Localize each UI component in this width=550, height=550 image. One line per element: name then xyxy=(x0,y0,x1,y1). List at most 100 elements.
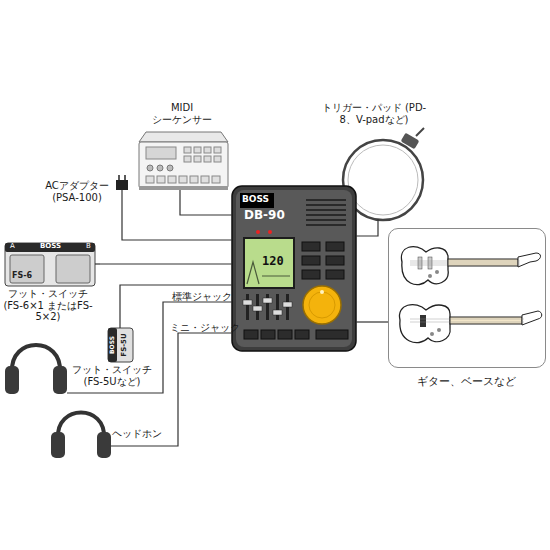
headphone-art xyxy=(5,366,19,394)
brand-logo: BOSS xyxy=(242,195,269,204)
db90-body xyxy=(326,270,344,279)
headphone-art xyxy=(97,432,111,458)
guitar-art xyxy=(410,263,520,264)
midi-sequencer-art xyxy=(194,147,201,153)
ac-adapter: ACアダプター (PSA-100) xyxy=(38,178,130,210)
bass-art xyxy=(410,322,524,323)
midi-sequencer-art xyxy=(139,132,228,142)
midi-sequencer-art xyxy=(146,176,154,183)
fs5u-art xyxy=(108,328,117,362)
ac-adapter-art xyxy=(121,190,122,210)
connector-wire xyxy=(356,321,388,322)
db90-body xyxy=(278,330,292,339)
guitar-art xyxy=(435,270,439,274)
midi-sequencer-art xyxy=(184,147,191,153)
device-label: ACアダプター (PSA-100) xyxy=(38,180,116,204)
midi-sequencer-art xyxy=(167,165,173,171)
headphone-art xyxy=(53,366,67,394)
guitar-art xyxy=(518,253,541,267)
guitar-art xyxy=(410,261,520,262)
midi-sequencer-art xyxy=(146,147,176,159)
device-label: フット・スイッチ (FS-5Uなど) xyxy=(70,364,154,387)
fs6-art xyxy=(5,243,100,286)
fs6-art xyxy=(56,255,90,283)
pedal-letter: A xyxy=(10,243,15,250)
midi-sequencer-art xyxy=(157,165,163,171)
db90-body xyxy=(306,224,346,226)
db90-body xyxy=(302,256,320,265)
connector-wire xyxy=(120,285,232,326)
midi-sequencer-art xyxy=(179,190,180,192)
db90-body xyxy=(320,290,324,294)
bass-art xyxy=(410,319,524,322)
fs5u-footswitch: FS-5UBOSSフット・スイッチ (FS-5Uなど) xyxy=(70,326,154,390)
db90-body xyxy=(326,256,344,265)
bass-art xyxy=(399,305,541,343)
db90-body xyxy=(246,294,289,320)
trigger-pad-art xyxy=(416,128,424,136)
ac-adapter-art xyxy=(118,175,120,180)
db90-body xyxy=(256,230,260,234)
db90-body xyxy=(303,286,341,324)
connector-wire xyxy=(180,192,232,215)
fs6-art xyxy=(10,255,44,283)
midi-sequencer-art xyxy=(201,176,209,183)
bass-art xyxy=(522,311,542,325)
guitar-art xyxy=(401,247,540,285)
pedal-letter: B xyxy=(86,243,91,250)
midi-sequencer-art xyxy=(139,142,228,188)
db90-body xyxy=(295,330,309,339)
midi-sequencer-art xyxy=(184,156,191,162)
trigger-pad: トリガー・パッド (PD-8、V-padなど) xyxy=(318,102,433,226)
midi-sequencer-art xyxy=(190,176,198,183)
db90-body xyxy=(283,302,292,307)
db90-body xyxy=(306,200,346,225)
midi-sequencer-art xyxy=(184,147,221,162)
db90-body xyxy=(316,330,348,339)
db90-body xyxy=(309,292,335,318)
db90-body xyxy=(232,186,356,351)
headphone-art xyxy=(51,413,165,459)
db90-body xyxy=(253,306,262,311)
tempo-display: 120 xyxy=(262,255,284,267)
midi-sequencer-art xyxy=(157,176,165,183)
bass-art xyxy=(450,317,522,324)
fs6-art xyxy=(5,243,95,252)
guitar-art xyxy=(428,274,432,278)
db90-body xyxy=(244,238,294,288)
ac-adapter-art xyxy=(116,175,128,210)
device-label: トリガー・パッド (PD-8、V-padなど) xyxy=(318,102,430,126)
db90-body xyxy=(306,199,346,201)
db90-device: BOSSDB-90120 xyxy=(232,185,356,352)
midi-sequencer-art xyxy=(194,156,201,162)
midi-sequencer-art xyxy=(139,186,228,190)
db90-body xyxy=(240,193,274,208)
fs6-art xyxy=(5,243,95,286)
connector-wire xyxy=(356,226,378,236)
db90-body xyxy=(306,204,346,206)
jack-label: 標準ジャック xyxy=(172,291,232,302)
guitar-art xyxy=(401,247,448,285)
connector-wire xyxy=(122,210,232,240)
trigger-pad-art xyxy=(348,145,418,215)
db90-body xyxy=(276,294,279,320)
db90-body xyxy=(244,330,258,339)
ac-adapter-art xyxy=(124,175,126,180)
device-label: ギター、ベースなど xyxy=(389,375,544,388)
device-label: フット・スイッチ (FS-6×1 またはFS-5×2) xyxy=(2,288,94,323)
fs6-art xyxy=(95,263,100,264)
jack-label: ミニ・ジャック xyxy=(170,322,240,333)
db90-body xyxy=(326,242,344,251)
db90-body xyxy=(244,330,348,339)
midi-sequencer: MIDI シーケンサー xyxy=(135,100,230,192)
fs6-footswitch: ABOSSBFS-6フット・スイッチ (FS-6×1 またはFS-5×2) xyxy=(2,240,100,324)
brand-logo: BOSS xyxy=(109,336,115,354)
midi-sequencer-art xyxy=(212,176,220,183)
bass-art xyxy=(430,332,434,336)
fs5u-art xyxy=(108,328,133,362)
db90-body xyxy=(306,214,346,216)
standard-jack-wire xyxy=(67,302,232,393)
db90-body xyxy=(246,294,249,320)
db90-body xyxy=(268,230,272,234)
midi-sequencer-art xyxy=(147,165,173,171)
